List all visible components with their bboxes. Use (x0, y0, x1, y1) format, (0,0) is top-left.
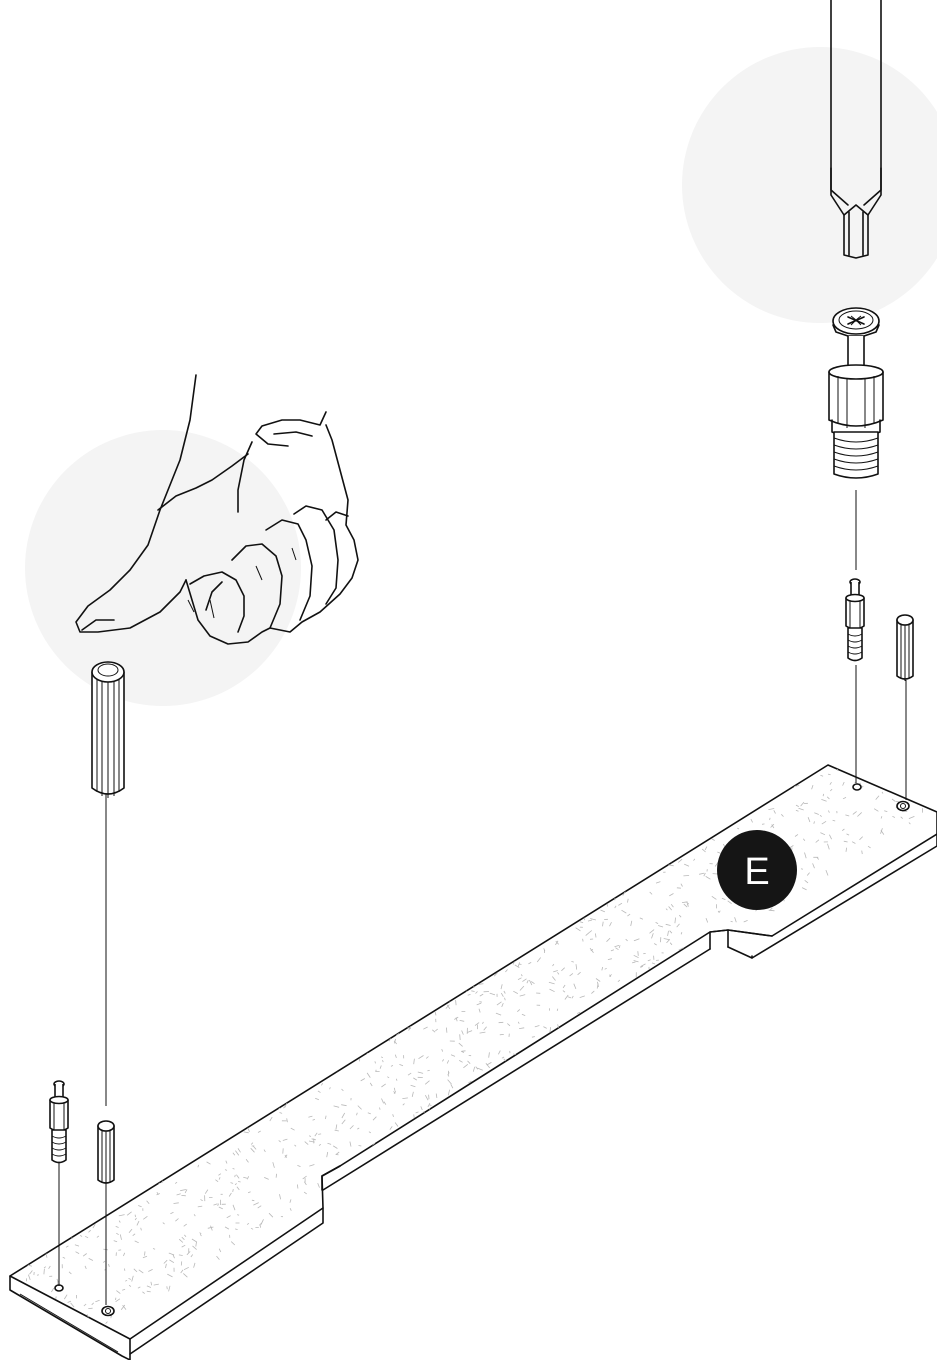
highlight-circle-hand (25, 430, 301, 706)
board-top-face (9, 764, 937, 1340)
board-panel (9, 764, 937, 1360)
highlight-circle-screwdriver (682, 47, 937, 323)
panel-label: E (744, 851, 769, 893)
wooden-dowel-icon (97, 1120, 115, 1185)
wooden-dowel-icon (896, 614, 914, 681)
screwdriver-icon (830, 0, 882, 259)
hole-right-2 (896, 800, 910, 812)
connector-bolt-icon (49, 1080, 69, 1164)
cam-bolt-icon (828, 307, 884, 479)
panel-label-badge: E (717, 830, 797, 910)
guide-lines (58, 490, 907, 1305)
hand-icon (75, 374, 359, 645)
hole-right-1 (852, 783, 862, 791)
wooden-dowel-icon (91, 661, 125, 798)
connector-bolt-icon (845, 578, 865, 662)
hole-left-2 (101, 1305, 115, 1317)
